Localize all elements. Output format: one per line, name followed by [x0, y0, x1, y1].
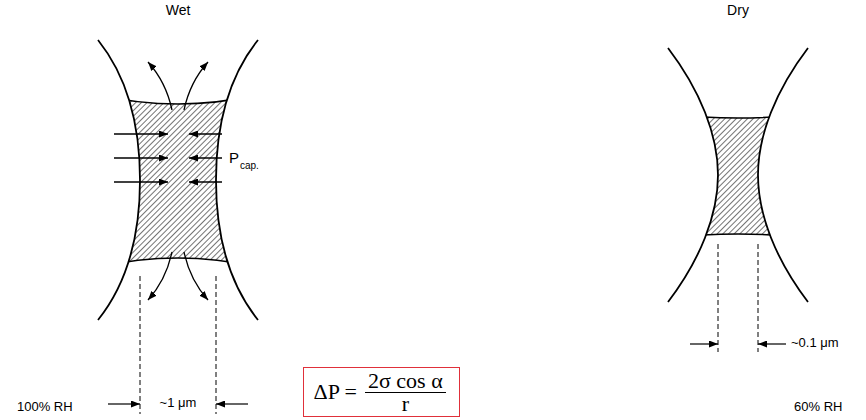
pressure-arrow — [189, 133, 222, 134]
liquid-bridge — [650, 112, 826, 240]
flow-arrow — [184, 252, 208, 300]
formula-text: ΔP = — [314, 381, 357, 403]
particle-outline — [668, 48, 718, 302]
dimension-arrow — [690, 343, 718, 344]
panel-heading: Wet — [165, 2, 192, 18]
dimension-arrow — [216, 403, 248, 404]
dimension-line — [140, 276, 141, 414]
pressure-arrow — [114, 157, 168, 158]
pressure-arrow — [189, 157, 222, 158]
flow-arrow — [184, 62, 208, 110]
formula-fraction: 2σ cos αr — [365, 370, 446, 415]
dimension-label: ~0.1 μm — [790, 336, 840, 351]
pressure-arrows — [114, 134, 222, 182]
dimension-line — [758, 244, 759, 352]
liquid-bridge — [80, 90, 276, 272]
flow-arrow — [148, 62, 172, 110]
pressure-arrow — [189, 181, 222, 182]
flow-arrow — [148, 252, 172, 300]
particle-outline — [98, 40, 140, 320]
humidity-label: 60% RH — [793, 400, 843, 415]
pressure-arrow — [114, 181, 168, 182]
particle-outline — [758, 48, 808, 302]
dimension-line — [718, 244, 719, 352]
formula-box: ΔP = 2σ cos αr — [303, 367, 460, 417]
pressure-arrow — [114, 133, 168, 134]
particle-outline — [216, 40, 258, 320]
formula-text: 2σ cos α — [365, 370, 446, 393]
pressure-subscript: cap. — [239, 160, 260, 172]
panel-heading: Dry — [726, 2, 750, 18]
formula-text: r — [365, 393, 446, 415]
dimension-arrow — [108, 403, 140, 404]
dimension-line — [216, 276, 217, 414]
humidity-label: 100% RH — [16, 400, 74, 415]
dimension-label: ~1 μm — [159, 396, 198, 411]
dimension-arrow — [758, 343, 786, 344]
